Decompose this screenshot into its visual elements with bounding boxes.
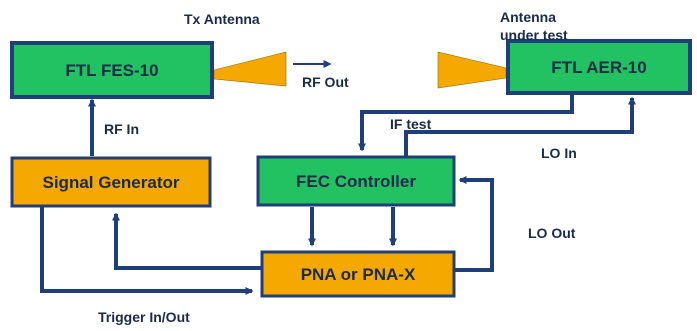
lo-out-arrow <box>455 176 494 272</box>
ftl-fes-10-label: FTL FES-10 <box>65 61 158 80</box>
fec-controller-label: FEC Controller <box>296 172 416 191</box>
signal-generator-block: Signal Generator <box>10 156 212 208</box>
trigger-label: Trigger In/Out <box>98 309 190 325</box>
ftl-aer-10-block: FTL AER-10 <box>506 39 692 95</box>
ftl-aer-10-label: FTL AER-10 <box>551 58 646 77</box>
rf-out-label: RF Out <box>302 74 349 90</box>
aut-antenna-horn <box>437 51 507 89</box>
if-test-label: IF test <box>390 116 432 132</box>
lo-in-arrow <box>404 96 636 156</box>
fec-controller-block: FEC Controller <box>256 155 456 207</box>
if-test-arrow <box>358 92 574 152</box>
antenna-under-test-label-line1: Antenna <box>500 9 556 25</box>
lo-in-label: LO In <box>541 145 577 161</box>
signal-generator-label: Signal Generator <box>43 173 180 192</box>
pna-label: PNA or PNA-X <box>301 265 416 284</box>
rf-in-label: RF In <box>104 121 139 137</box>
antenna-under-test-label-line2: under test <box>500 27 568 43</box>
ftl-fes-10-block: FTL FES-10 <box>10 41 214 99</box>
trigger-arrow <box>40 207 254 295</box>
tx-antenna-label: Tx Antenna <box>184 11 260 27</box>
connections <box>40 60 636 295</box>
pna-block: PNA or PNA-X <box>260 250 456 298</box>
pna-to-siggen-arrow <box>112 212 262 270</box>
lo-out-label: LO Out <box>528 225 576 241</box>
tx-antenna-horn <box>213 51 287 87</box>
